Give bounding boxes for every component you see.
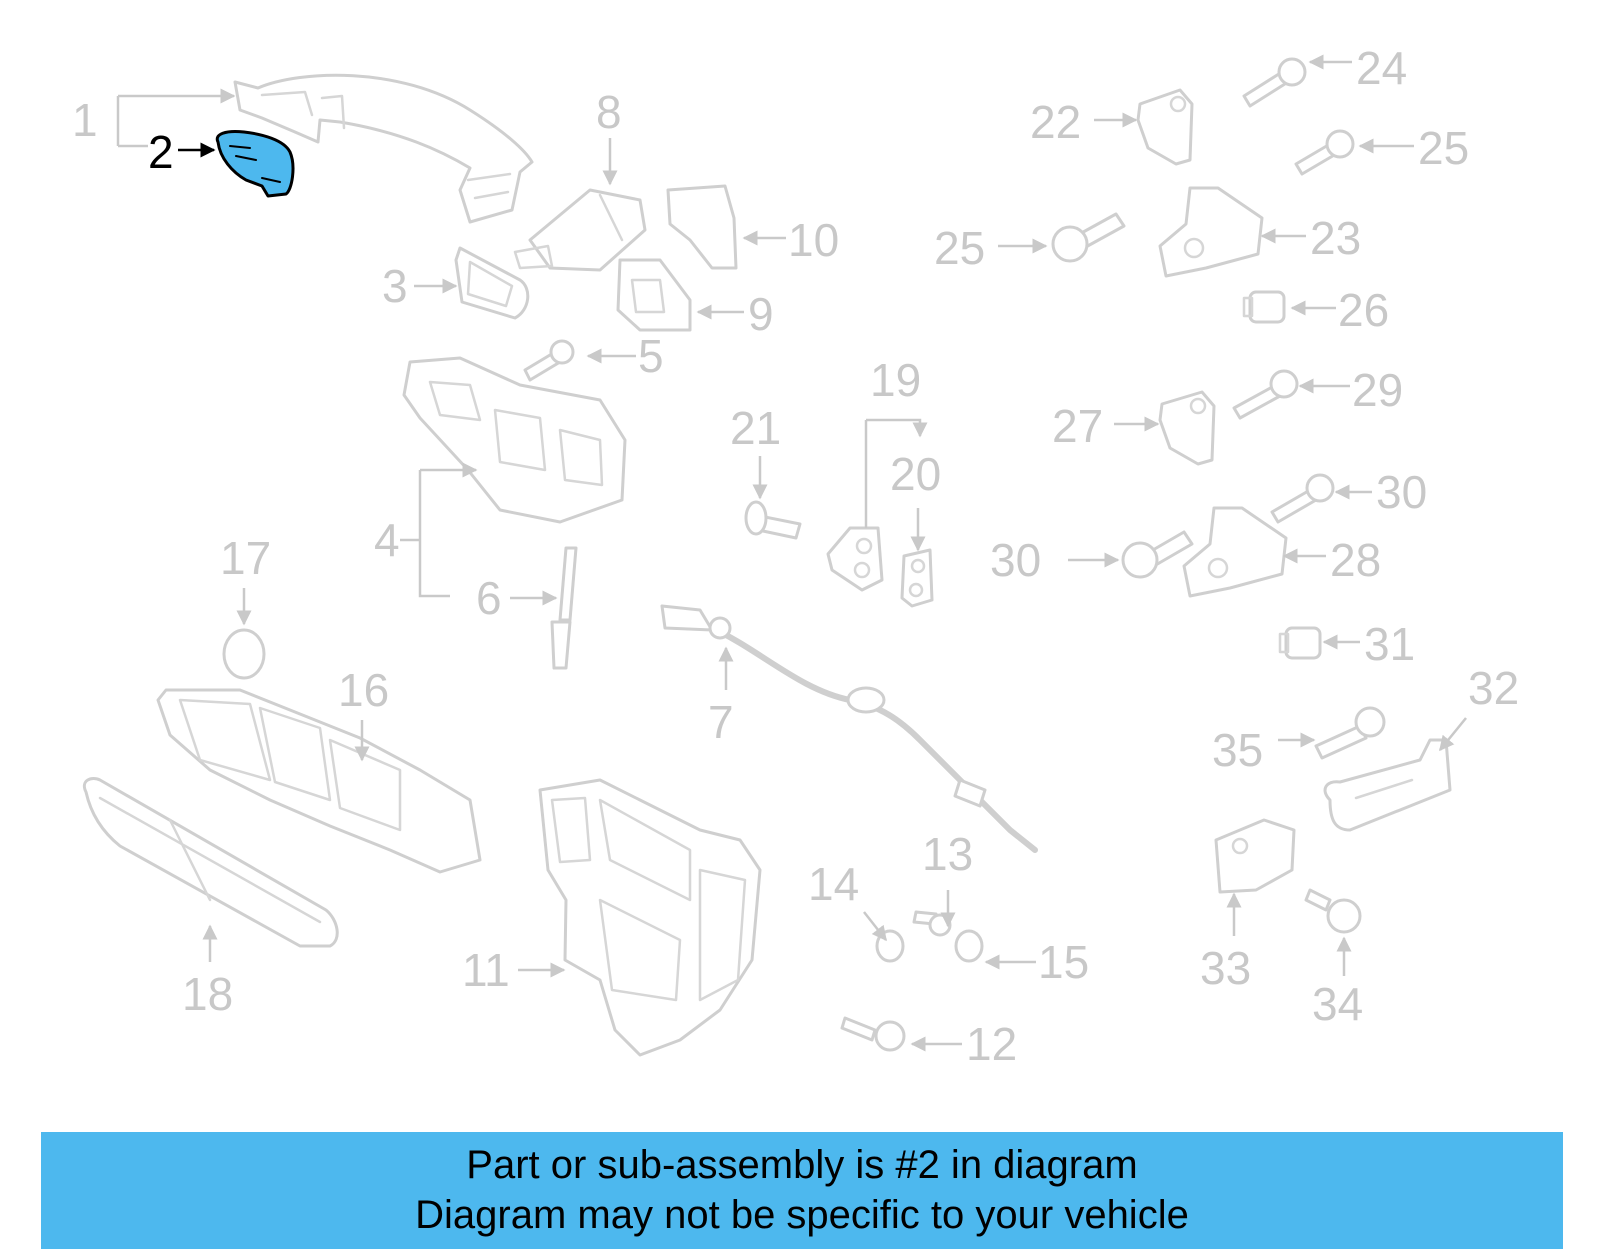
callout-17[interactable]: 17 <box>220 532 271 584</box>
callout-22[interactable]: 22 <box>1030 96 1081 148</box>
part-34-bolt[interactable] <box>1304 888 1362 934</box>
part-20-shim[interactable] <box>900 548 934 608</box>
banner-line-1: Part or sub-assembly is #2 in diagram <box>466 1143 1138 1187</box>
part-32-check-strap[interactable] <box>1323 738 1452 832</box>
part-35-bolt[interactable] <box>1314 706 1386 760</box>
part-19-plate[interactable] <box>826 526 884 592</box>
part-22-bracket[interactable] <box>1136 88 1194 166</box>
callout-13[interactable]: 13 <box>922 828 973 880</box>
callout-31[interactable]: 31 <box>1364 618 1415 670</box>
part-8-lock-cylinder[interactable] <box>513 188 647 272</box>
part-24-bolt[interactable] <box>1242 57 1307 108</box>
callout-12[interactable]: 12 <box>966 1018 1017 1070</box>
part-13-plug[interactable] <box>912 910 952 937</box>
callout-20[interactable]: 20 <box>890 448 941 500</box>
callout-18[interactable]: 18 <box>182 968 233 1020</box>
callout-14[interactable]: 14 <box>808 858 859 910</box>
leader-19 <box>864 418 920 528</box>
part-9-bezel[interactable] <box>616 258 692 332</box>
callout-4[interactable]: 4 <box>374 514 400 566</box>
part-17-grommet[interactable] <box>222 628 266 680</box>
callout-23[interactable]: 23 <box>1310 212 1361 264</box>
part-33-bracket[interactable] <box>1214 818 1296 894</box>
callout-11[interactable]: 11 <box>462 944 510 996</box>
callout-10[interactable]: 10 <box>788 214 839 266</box>
part-3-detail <box>466 260 514 308</box>
callout-labels: 1 2 3 4 5 6 7 8 9 10 11 12 13 14 15 16 1… <box>72 42 1519 1070</box>
part-2-handle-cap[interactable] <box>215 130 295 198</box>
callout-27[interactable]: 27 <box>1052 400 1103 452</box>
callout-6[interactable]: 6 <box>476 572 502 624</box>
part-6-rod[interactable] <box>550 546 578 670</box>
part-25-bolt-upper[interactable] <box>1294 129 1355 176</box>
part-23-hinge[interactable] <box>1158 186 1264 278</box>
part-11-latch[interactable] <box>538 778 762 1057</box>
part-10-cover[interactable] <box>666 184 738 270</box>
part-2-detail <box>229 145 281 183</box>
part-1-door-handle[interactable] <box>233 73 534 224</box>
part-30-bolt-lower[interactable] <box>1121 530 1194 579</box>
callout-33[interactable]: 33 <box>1200 942 1251 994</box>
part-18-bezel[interactable] <box>83 777 339 948</box>
callout-2[interactable]: 2 <box>148 126 174 178</box>
part-30-bolt-upper[interactable] <box>1270 473 1335 524</box>
callout-9[interactable]: 9 <box>748 288 774 340</box>
callout-1[interactable]: 1 <box>72 94 98 146</box>
part-27-bracket[interactable] <box>1158 390 1216 466</box>
callout-25-upper[interactable]: 25 <box>1418 122 1469 174</box>
callout-26[interactable]: 26 <box>1338 284 1389 336</box>
callout-34[interactable]: 34 <box>1312 978 1363 1030</box>
leader-1 <box>116 96 234 146</box>
callout-28[interactable]: 28 <box>1330 534 1381 586</box>
part-28-hinge[interactable] <box>1182 506 1288 598</box>
callout-16[interactable]: 16 <box>338 664 389 716</box>
part-4-carrier[interactable] <box>402 356 627 524</box>
part-31-bushing[interactable] <box>1278 626 1322 660</box>
callout-25-lower[interactable]: 25 <box>934 222 985 274</box>
part-16-inner-handle[interactable] <box>156 688 482 874</box>
callout-15[interactable]: 15 <box>1038 936 1089 988</box>
part-25-bolt-lower[interactable] <box>1051 212 1126 263</box>
callout-32[interactable]: 32 <box>1468 662 1519 714</box>
part-5-screw[interactable] <box>523 339 575 382</box>
part-21-screw[interactable] <box>744 500 802 540</box>
callout-5[interactable]: 5 <box>638 330 664 382</box>
callout-30-lower[interactable]: 30 <box>990 534 1041 586</box>
callout-24[interactable]: 24 <box>1356 42 1407 94</box>
part-7-cable[interactable] <box>660 604 1038 853</box>
part-12-screw[interactable] <box>840 1016 906 1052</box>
leader-lines <box>116 54 1467 1052</box>
part-26-bushing[interactable] <box>1242 290 1286 324</box>
leader-14 <box>863 911 887 942</box>
leader-4 <box>418 470 476 598</box>
callout-3[interactable]: 3 <box>382 260 408 312</box>
callout-8[interactable]: 8 <box>596 86 622 138</box>
part-15-plug[interactable] <box>954 929 984 963</box>
leader-32 <box>1439 717 1467 752</box>
callout-30-upper[interactable]: 30 <box>1376 466 1427 518</box>
callout-19[interactable]: 19 <box>870 354 921 406</box>
banner-line-2: Diagram may not be specific to your vehi… <box>415 1193 1189 1237</box>
callout-29[interactable]: 29 <box>1352 364 1403 416</box>
parts-diagram: 1 2 3 4 5 6 7 8 9 10 11 12 13 14 15 16 1… <box>72 42 1519 1070</box>
callout-21[interactable]: 21 <box>730 402 781 454</box>
callout-7[interactable]: 7 <box>708 696 734 748</box>
callout-35[interactable]: 35 <box>1212 724 1263 776</box>
info-banner: Part or sub-assembly is #2 in diagram Di… <box>41 1132 1563 1249</box>
part-29-bolt[interactable] <box>1232 369 1299 420</box>
